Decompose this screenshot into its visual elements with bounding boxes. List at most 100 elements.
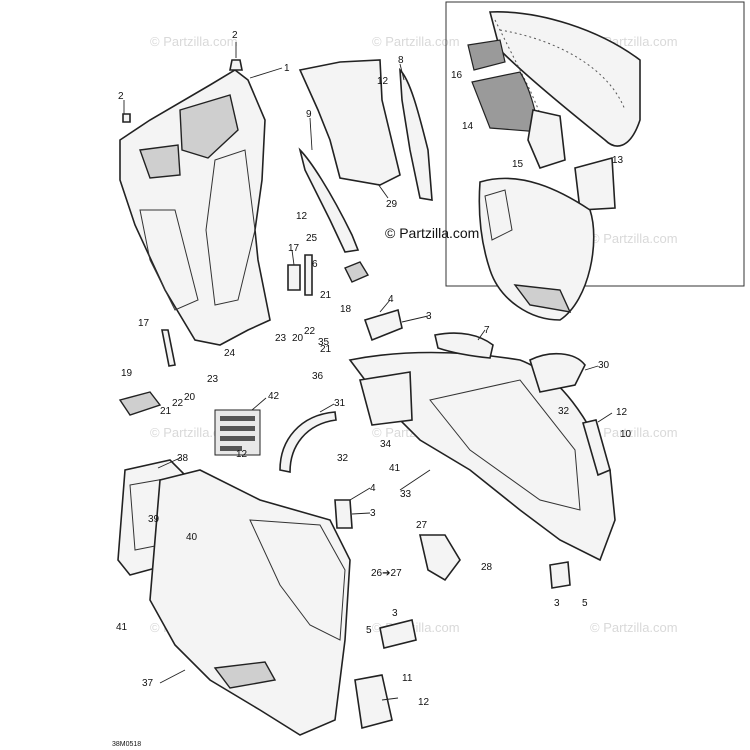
part-33-recess — [429, 379, 581, 511]
bracket-19 — [118, 391, 162, 416]
leader-line — [309, 117, 313, 151]
callout-5: 5 — [582, 598, 588, 609]
callout-9: 9 — [306, 109, 312, 120]
callout-37: 37 — [142, 678, 154, 689]
watermark: © Partzilla.com — [590, 231, 678, 246]
bracket-26-27 — [418, 534, 461, 582]
part-37-recess — [249, 519, 346, 641]
part-16-mesh — [467, 39, 506, 71]
inset-dotted-line — [494, 19, 561, 161]
callout-21: 21 — [160, 406, 172, 417]
callout-40: 40 — [186, 532, 198, 543]
callout-41: 41 — [116, 622, 128, 633]
part-29-panel — [298, 59, 401, 186]
callout-2: 2 — [118, 91, 124, 102]
callout-34: 34 — [380, 439, 392, 450]
leader-lines — [123, 42, 613, 701]
upper-panel-vent — [139, 144, 181, 179]
fastener-3 — [363, 308, 403, 342]
inset-opening — [484, 189, 513, 241]
inset-dotted-line — [499, 29, 626, 111]
clip-2 — [229, 59, 243, 71]
inset-view — [445, 1, 745, 321]
decal-line — [220, 416, 255, 421]
decal-line — [220, 426, 255, 431]
callout-8: 8 — [398, 55, 404, 66]
part-14-mesh — [471, 71, 541, 133]
fastener-3 — [549, 561, 571, 589]
leader-line — [584, 365, 599, 371]
rod-17 — [161, 329, 176, 367]
callout-10: 10 — [620, 429, 632, 440]
leader-line — [157, 457, 181, 469]
part-31-trim — [279, 411, 337, 473]
hardware-cluster — [118, 254, 370, 416]
inset-upper-panel — [488, 11, 641, 147]
callout-3: 3 — [370, 508, 376, 519]
part-18 — [344, 261, 370, 283]
callout-21: 21 — [320, 290, 332, 301]
callout-15: 15 — [512, 159, 524, 170]
callout-29: 29 — [386, 199, 398, 210]
callout-3: 3 — [392, 608, 398, 619]
decal-line — [220, 446, 242, 451]
callout-30: 30 — [598, 360, 610, 371]
part-8-trim — [399, 67, 433, 201]
leader-line — [159, 669, 186, 684]
callout-12: 12 — [418, 697, 430, 708]
inset-frame — [445, 1, 745, 287]
leader-line — [377, 183, 389, 199]
inset-lower-panel — [478, 177, 595, 321]
callout-17: 17 — [288, 243, 300, 254]
callout-11: 11 — [402, 673, 413, 684]
part-9-trim — [298, 147, 360, 253]
watermark: © Partzilla.com — [372, 34, 460, 49]
leader-line — [319, 403, 335, 413]
callout-25: 25 — [306, 233, 318, 244]
callout-6: 6 — [312, 259, 318, 270]
callout-26-27: 26➔27 — [371, 568, 402, 579]
part-37-vent — [213, 661, 277, 689]
watermark: © Partzilla.com — [590, 620, 678, 635]
fastener-3 — [334, 499, 353, 529]
leader-line — [351, 512, 371, 515]
callout-labels: 1 2 2 3 3 3 3 4 4 5 5 6 7 8 9 10 11 12 1… — [116, 30, 632, 708]
part-10-trim — [581, 419, 611, 477]
leader-line — [477, 329, 486, 341]
part-42-decal — [214, 409, 261, 456]
leader-line — [381, 697, 399, 701]
leader-line — [291, 249, 295, 266]
callout-3: 3 — [554, 598, 560, 609]
callout-19: 19 — [121, 368, 133, 379]
callout-17: 17 — [138, 318, 150, 329]
callout-12: 12 — [236, 449, 248, 460]
upper-panel-window — [179, 94, 239, 159]
bracket-17 — [287, 264, 301, 291]
callout-32: 32 — [558, 406, 570, 417]
callout-14: 14 — [462, 121, 474, 132]
callout-4: 4 — [370, 483, 376, 494]
copyright-label: © Partzilla.com — [385, 225, 479, 241]
callout-7: 7 — [484, 325, 490, 336]
part-37-lower-panel — [149, 469, 351, 736]
callout-27: 27 — [416, 520, 428, 531]
callout-16: 16 — [451, 70, 463, 81]
upper-panel-outline — [119, 69, 271, 346]
callout-35: 35 — [318, 337, 330, 348]
callout-20: 20 — [292, 333, 304, 344]
callout-41: 41 — [389, 463, 401, 474]
leader-line — [251, 397, 267, 411]
leader-line — [401, 315, 429, 323]
callout-32: 32 — [337, 453, 349, 464]
callout-31: 31 — [334, 398, 346, 409]
watermark: © Partzilla.com — [150, 34, 238, 49]
upper-panel-recess — [205, 149, 256, 306]
part-11-trim — [354, 674, 393, 730]
callout-4: 4 — [388, 294, 394, 305]
fastener-set — [334, 308, 571, 649]
upper-panel-recess — [139, 209, 199, 311]
part-34-inner — [358, 371, 413, 426]
callout-2: 2 — [232, 30, 238, 41]
callout-39: 39 — [148, 514, 160, 525]
